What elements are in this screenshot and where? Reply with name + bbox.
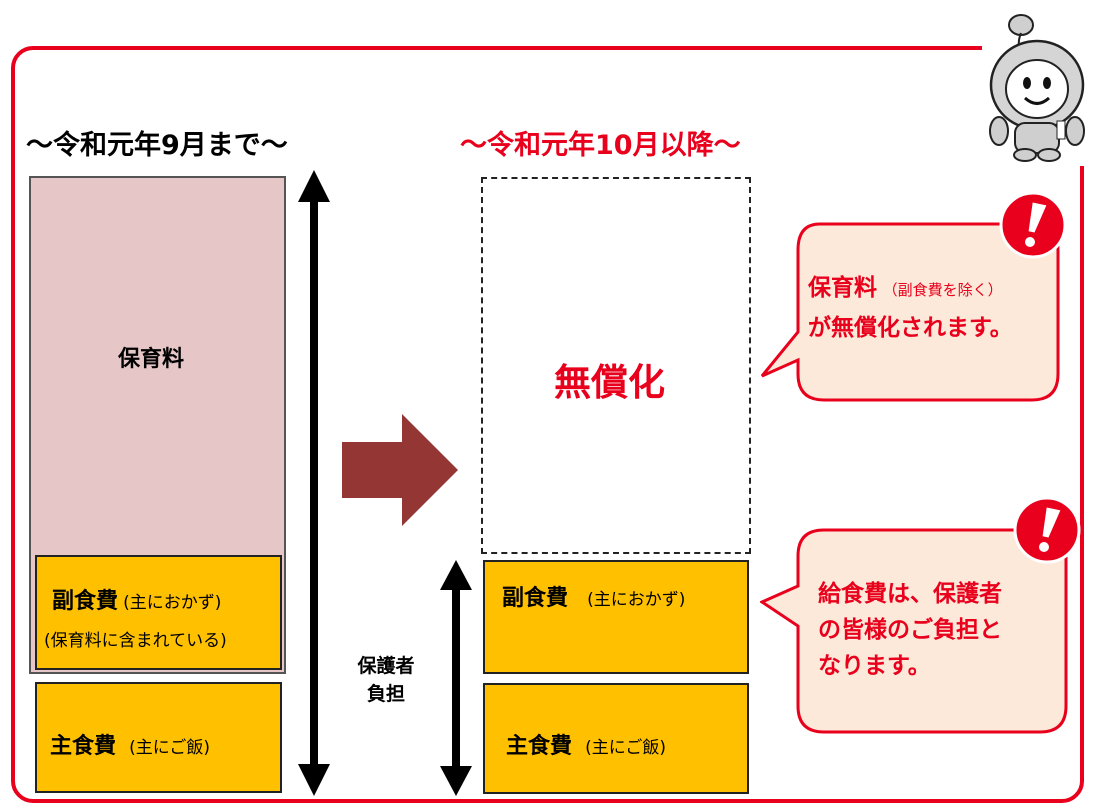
right-staple-title: 主食費 (主にご飯) bbox=[506, 728, 666, 760]
mascot-character-icon bbox=[989, 14, 1085, 162]
exclamation-icon bbox=[1013, 496, 1081, 564]
exclamation-icon bbox=[999, 191, 1067, 259]
right-staple-note: (主にご飯) bbox=[585, 738, 667, 758]
right-side-dish-box bbox=[483, 560, 749, 674]
bubble-bottom-line2: の皆様のご負担と bbox=[818, 617, 1002, 643]
right-arrow-icon bbox=[342, 414, 458, 526]
guardian-burden-double-arrow bbox=[440, 560, 472, 796]
right-heading: ～令和元年10月以降～ bbox=[460, 130, 741, 161]
bubble-top-line2: が無償化されます。 bbox=[808, 315, 1013, 341]
bubble-top-line1-strong: 保育料 bbox=[808, 275, 877, 301]
left-staple-box bbox=[35, 682, 282, 793]
left-side-dish-box bbox=[35, 555, 282, 670]
outer-frame bbox=[11, 46, 1084, 803]
right-side-dish-note: (主におかず) bbox=[587, 590, 686, 610]
bubble-bottom-line1: 給食費は、保護者 bbox=[818, 581, 1002, 607]
bubble-top-line1-small: （副食費を除く） bbox=[882, 281, 1003, 299]
guardian-burden-label: 保護者 負担 bbox=[350, 652, 422, 708]
childcare-fee-label: 保育料 bbox=[118, 347, 185, 372]
left-staple-label: 主食費 bbox=[50, 734, 117, 759]
free-of-charge-box bbox=[481, 177, 751, 554]
left-staple-title: 主食費 (主にご飯) bbox=[50, 728, 210, 760]
bubble-top-text: 保育料 （副食費を除く） が無償化されます。 bbox=[808, 268, 1058, 342]
guardian-burden-line1: 保護者 bbox=[357, 655, 415, 677]
total-range-double-arrow bbox=[298, 170, 330, 796]
free-of-charge-label: 無償化 bbox=[554, 361, 665, 404]
left-side-dish-title: 副食費 (主におかず) bbox=[52, 583, 221, 615]
bubble-bottom-text: 給食費は、保護者 の皆様のご負担と なります。 bbox=[818, 576, 1002, 684]
left-staple-note: (主にご飯) bbox=[129, 738, 211, 758]
guardian-burden-line2: 負担 bbox=[366, 683, 405, 705]
left-heading: ～令和元年9月まで～ bbox=[26, 130, 288, 161]
left-side-dish-included: (保育料に含まれている) bbox=[44, 631, 227, 651]
right-staple-box bbox=[483, 683, 749, 794]
left-side-dish-label: 副食費 bbox=[52, 589, 119, 614]
right-side-dish-label: 副食費 bbox=[502, 586, 569, 611]
left-side-dish-note: (主におかず) bbox=[123, 593, 222, 613]
bubble-bottom-line3: なります。 bbox=[818, 653, 931, 679]
right-side-dish-title: 副食費 (主におかず) bbox=[502, 580, 685, 612]
right-staple-label: 主食費 bbox=[506, 734, 573, 759]
